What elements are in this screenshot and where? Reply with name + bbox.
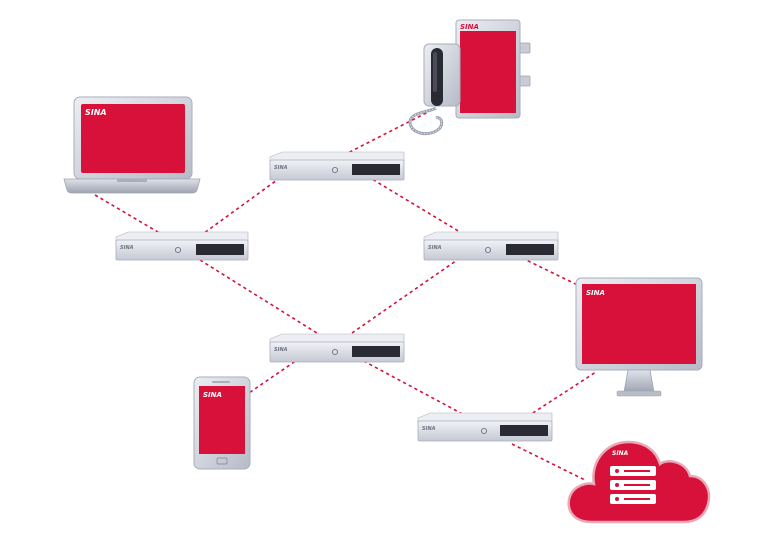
links [94, 111, 597, 481]
desktop-monitor-icon: SINA [575, 277, 703, 397]
network-appliance-2: SINA [269, 151, 405, 181]
appliance-4-brand: SINA [274, 347, 288, 353]
smartphone-icon: SINA [193, 376, 251, 470]
link-box4-box3 [351, 257, 461, 334]
link-box4-mobile [245, 357, 301, 396]
desk-phone-icon: SINA [408, 19, 531, 136]
appliance-5-brand: SINA [422, 426, 436, 432]
link-box1-box4 [199, 259, 321, 336]
network-appliance-3: SINA [423, 231, 559, 261]
laptop-icon: SINA [63, 96, 201, 194]
link-box2-phone [337, 111, 429, 159]
server-stack-icon [610, 466, 656, 504]
link-box4-box5 [357, 357, 471, 419]
appliance-3-brand: SINA [428, 245, 442, 251]
link-box5-cloud [511, 443, 586, 481]
link-laptop-box1 [94, 194, 169, 239]
network-appliance-4: SINA [269, 333, 405, 363]
appliance-1-brand: SINA [120, 245, 134, 251]
link-box2-box3 [361, 172, 471, 239]
laptop-brand: SINA [85, 108, 107, 117]
network-appliance-5: SINA [417, 412, 553, 442]
monitor-brand: SINA [586, 289, 605, 297]
link-box5-monitor [521, 371, 597, 421]
appliance-2-brand: SINA [274, 165, 288, 171]
smartphone-brand: SINA [203, 391, 222, 399]
cloud-server-icon: SINA [567, 440, 711, 524]
network-appliance-1: SINA [115, 231, 249, 261]
phone-brand: SINA [460, 23, 479, 31]
link-box1-box2 [199, 171, 289, 237]
cloud-brand: SINA [612, 450, 629, 457]
